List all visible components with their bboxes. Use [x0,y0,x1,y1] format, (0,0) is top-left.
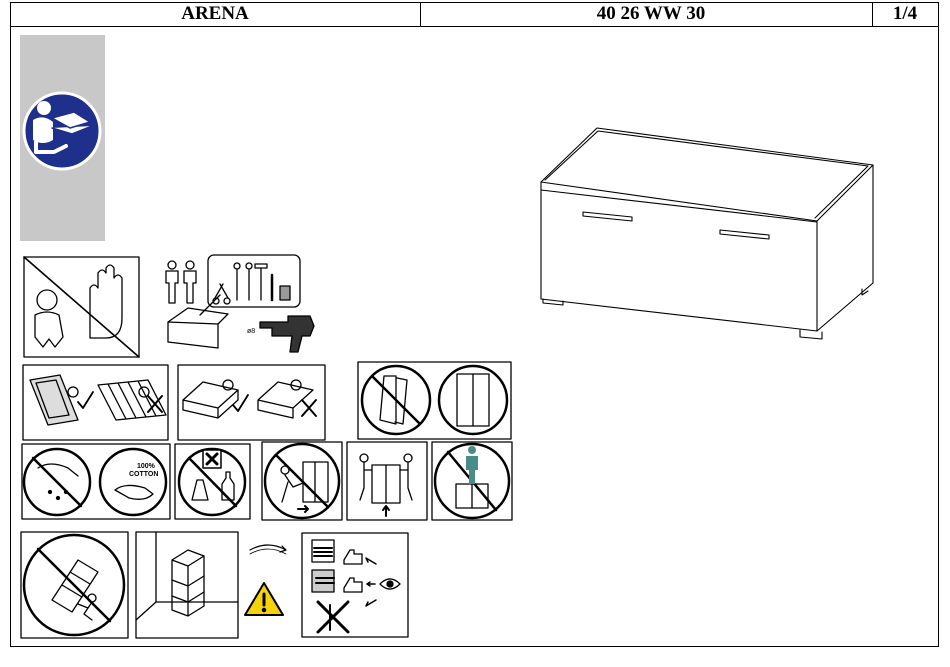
drill-size-label: ø8 [247,328,255,335]
no-chemicals-icon [175,444,250,519]
lift-carry-icon [347,442,427,520]
furniture-cabinet-drawing [541,128,873,339]
two-people-tools-icon: ø8 [166,255,314,352]
assemble-on-floor-icon [178,365,325,440]
tip-over-hazard-icon [21,532,128,638]
no-wet-cleaning-icon: 100% COTTON [22,444,170,519]
wall-fixing-icon [136,532,238,638]
do-not-push-icon [262,442,342,520]
cotton-label: COTTON [129,471,158,478]
soft-surface-icon [23,365,168,440]
wall-anchor-selection-icon [302,533,408,637]
do-not-climb-icon [432,442,512,520]
cotton-percent-label: 100% [137,463,156,470]
keep-away-from-children-icon [24,257,139,357]
door-alignment-icon [358,362,511,439]
read-instructions-icon [20,35,105,241]
warning-triangle-icon [245,583,283,615]
